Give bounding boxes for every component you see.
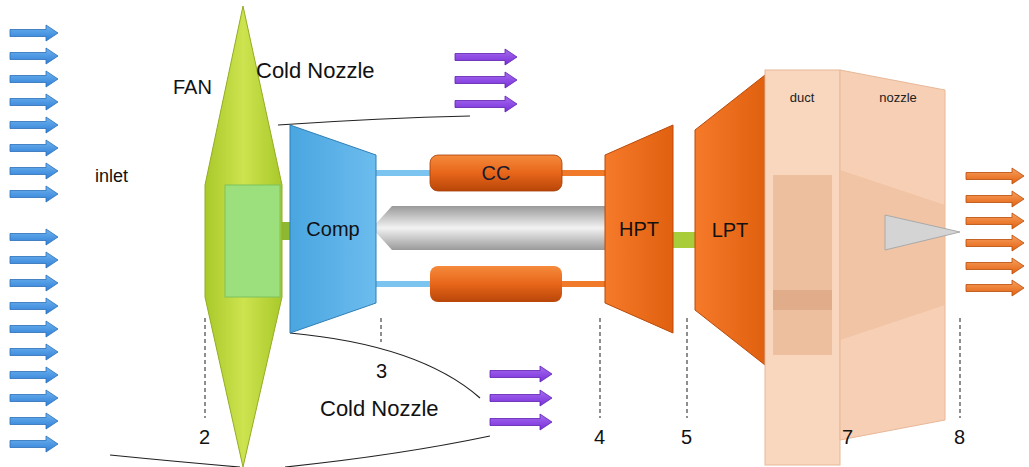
node-label: CC [482, 162, 511, 185]
flow-arrow [455, 49, 517, 65]
flow-arrow [966, 191, 1024, 207]
turbine-shaft [672, 232, 696, 248]
flow-arrow [10, 275, 58, 291]
turbine-pipe [562, 281, 605, 287]
flow-arrow [10, 71, 58, 87]
flow-arrow [455, 96, 517, 112]
flow-arrow [10, 252, 58, 268]
node-label: duct [790, 91, 815, 106]
main-shaft [372, 206, 606, 250]
node-label: Comp [306, 218, 359, 241]
flow-arrow [966, 235, 1024, 251]
jet-pipe-duct-shape [765, 70, 840, 465]
flow-arrow [455, 72, 517, 88]
flow-arrow [10, 48, 58, 64]
flow-arrow [966, 280, 1024, 296]
flow-arrow [10, 140, 58, 156]
inlet-outline [285, 436, 490, 467]
flow-arrow [10, 321, 58, 337]
flow-arrow [10, 344, 58, 360]
inlet-label: inlet [95, 166, 128, 187]
flow-arrow [490, 366, 552, 382]
inlet-outline [110, 455, 240, 467]
combustion-chamber: CC [430, 155, 562, 191]
flow-arrow [490, 414, 552, 430]
node-label: nozzle [879, 91, 917, 106]
station-number: 8 [954, 426, 965, 449]
node-label: FAN [173, 76, 212, 99]
station-number: 5 [681, 426, 692, 449]
flow-arrow [10, 186, 58, 202]
flow-arrow [10, 163, 58, 179]
cold-nozzle-label: Cold Nozzle [256, 58, 375, 83]
flow-arrow [10, 25, 58, 41]
flow-arrows [10, 25, 1024, 452]
combustion-chamber [430, 266, 562, 302]
flow-arrow [10, 94, 58, 110]
bypass-duct-outline [278, 116, 470, 125]
flow-arrow [966, 258, 1024, 274]
flow-arrow [10, 117, 58, 133]
station-number: 3 [376, 360, 387, 383]
compressor-pipe [375, 281, 430, 287]
flow-arrow [10, 367, 58, 383]
flow-arrow [10, 390, 58, 406]
exhaust-nozzle-shape [840, 70, 945, 440]
flow-arrow [490, 390, 552, 406]
compressor: Comp [290, 125, 376, 333]
bypass-duct-outline [290, 333, 480, 398]
jet-pipe-duct: duct [765, 70, 840, 465]
node-label: HPT [619, 218, 659, 241]
exhaust-nozzle: nozzle [840, 70, 945, 440]
low-pressure-turbine: LPT [695, 75, 765, 365]
flow-arrow [10, 436, 58, 452]
station-number: 7 [842, 426, 853, 449]
flow-arrow [10, 229, 58, 245]
high-pressure-turbine: HPT [605, 125, 673, 333]
node-label: LPT [712, 219, 749, 242]
turbine-pipe [562, 170, 605, 176]
flow-arrow [10, 298, 58, 314]
station-number: 2 [199, 426, 210, 449]
compressor-pipe [376, 170, 430, 176]
flow-arrow [966, 168, 1024, 184]
flow-arrow [966, 213, 1024, 229]
station-number: 4 [594, 426, 605, 449]
flow-arrow [10, 413, 58, 429]
cold-nozzle-label: Cold Nozzle [320, 396, 439, 421]
